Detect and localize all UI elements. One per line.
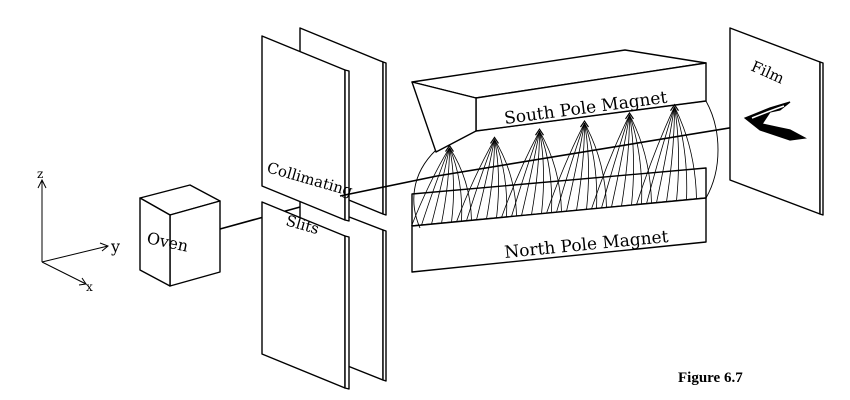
field-line [674,106,688,200]
field-line [636,106,675,205]
field-line [601,114,630,209]
field-line [456,139,495,222]
y-arrow-icon [99,242,109,252]
x-axis-label: x [86,280,93,294]
north-pole-magnet: North Pole Magnet [411,167,707,273]
outer-field-line [705,100,719,199]
field-line [539,130,562,212]
y-axis-label: y [110,237,120,256]
x-axis [41,261,87,285]
pole-tip-marker [580,120,589,128]
field-line [501,131,540,218]
field-line [584,122,607,208]
south-magnet-lower-edge [475,100,707,132]
field-line [646,106,675,204]
field-line [591,114,630,210]
z-axis-label: z [37,167,43,181]
pole-tip-marker [490,136,499,144]
pole-tip-marker [445,144,454,152]
field-line [576,123,585,211]
field-line [546,122,585,214]
north-magnet-front-face [411,197,707,273]
deflection-pattern-gap [751,105,785,119]
pole-tip-marker [535,128,544,136]
collimating-slit-plates: Collimating Slits [261,27,387,390]
film-plate-edge [819,61,824,216]
magnetic-field-lines [411,100,719,229]
oven-front-face [139,197,171,287]
pole-tip-marker [625,111,634,120]
field-line [494,139,499,219]
field-line [511,131,540,217]
field-line [584,123,589,210]
outer-field-line [413,149,437,229]
field-line [466,139,495,221]
field-line [539,131,544,214]
field-line [449,147,472,221]
back-upper-plate-edge [382,61,387,216]
field-line [566,123,585,212]
field-line [539,131,553,213]
field-line [494,139,517,217]
field-line [486,139,495,219]
field-line [449,147,454,223]
field-line [629,114,652,204]
field-line [629,114,643,205]
front-upper-plate-edge [344,69,350,222]
front-lower-plate-edge [344,235,350,390]
figure-caption: Figure 6.7 [678,370,743,386]
field-line [629,114,634,206]
field-line [449,147,463,222]
z-arrow-icon [37,178,47,189]
y-axis [41,245,109,263]
field-line [531,131,540,215]
pole-tip-marker [670,103,679,112]
field-line [674,106,679,201]
x-arrow-icon [78,277,87,286]
field-line [494,139,508,218]
field-line [674,106,697,199]
field-line [656,106,675,203]
field-line [621,114,630,207]
field-line [521,131,540,216]
field-line [476,139,495,220]
field-line [584,122,598,209]
deflection-pattern [743,101,807,141]
field-line [421,147,450,226]
field-line [431,147,450,225]
south-pole-magnet: South Pole Magnet [411,49,707,153]
coordinate-axes: z y x [37,167,120,294]
field-line [611,114,630,208]
film-plate [729,27,821,215]
back-lower-plate-edge [382,229,387,382]
oven-box: Oven [139,184,221,287]
field-line [666,106,675,202]
film-screen: Film [729,27,824,216]
field-line [441,147,450,224]
field-line [556,122,585,213]
beam-slits-to-magnet [339,175,438,197]
field-line [411,147,450,227]
